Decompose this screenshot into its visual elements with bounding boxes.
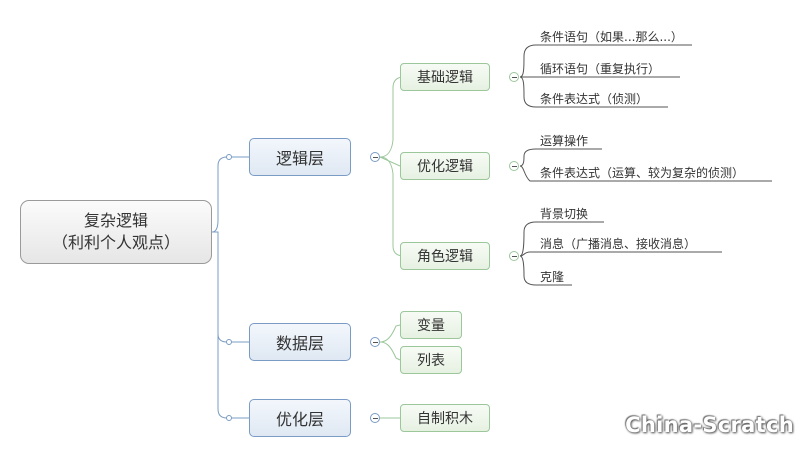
sub-node-custom-blocks[interactable]: 自制积木 xyxy=(400,404,490,432)
collapse-toggle-icon[interactable] xyxy=(509,251,519,261)
sub-label: 基础逻辑 xyxy=(417,70,473,86)
sub-node-list[interactable]: 列表 xyxy=(400,346,462,374)
leaf-item[interactable]: 背景切换 xyxy=(540,207,589,221)
layer-label: 数据层 xyxy=(275,334,324,353)
sub-label: 角色逻辑 xyxy=(417,249,473,265)
root-subtitle: （利利个人观点） xyxy=(51,233,180,252)
leaf-item[interactable]: 克隆 xyxy=(540,270,565,284)
layer-label: 优化层 xyxy=(275,410,324,429)
layer-node-data[interactable]: 数据层 xyxy=(249,323,351,361)
leaf-item[interactable]: 条件表达式（运算、较为复杂的侦测） xyxy=(540,166,745,180)
sub-node-variable[interactable]: 变量 xyxy=(400,311,462,339)
collapse-toggle-icon[interactable] xyxy=(370,152,380,162)
leaf-item[interactable]: 条件语句（如果...那么...） xyxy=(540,30,683,44)
layer-node-optimize[interactable]: 优化层 xyxy=(249,399,351,437)
watermark: China-Scratch xyxy=(625,413,794,437)
collapse-toggle-icon[interactable] xyxy=(370,337,380,347)
sub-label: 列表 xyxy=(417,353,445,369)
sub-node-sprite-logic[interactable]: 角色逻辑 xyxy=(400,242,490,270)
sub-node-optimized-logic[interactable]: 优化逻辑 xyxy=(400,152,490,180)
layer-node-logic[interactable]: 逻辑层 xyxy=(249,138,351,176)
leaf-item[interactable]: 条件表达式（侦测） xyxy=(540,92,649,106)
leaf-item[interactable]: 消息（广播消息、接收消息） xyxy=(540,237,697,251)
sub-node-basic-logic[interactable]: 基础逻辑 xyxy=(400,63,490,91)
sub-label: 变量 xyxy=(417,318,445,334)
collapse-toggle-icon[interactable] xyxy=(509,161,519,171)
collapse-toggle-icon[interactable] xyxy=(509,72,519,82)
root-title: 复杂逻辑 xyxy=(83,211,148,230)
collapse-toggle-icon[interactable] xyxy=(370,413,380,423)
layer-label: 逻辑层 xyxy=(275,149,324,168)
sub-label: 自制积木 xyxy=(417,411,473,427)
leaf-item[interactable]: 运算操作 xyxy=(540,134,589,148)
root-node[interactable]: 复杂逻辑 （利利个人观点） xyxy=(20,200,212,264)
sub-label: 优化逻辑 xyxy=(417,159,473,175)
leaf-item[interactable]: 循环语句（重复执行） xyxy=(540,62,661,76)
